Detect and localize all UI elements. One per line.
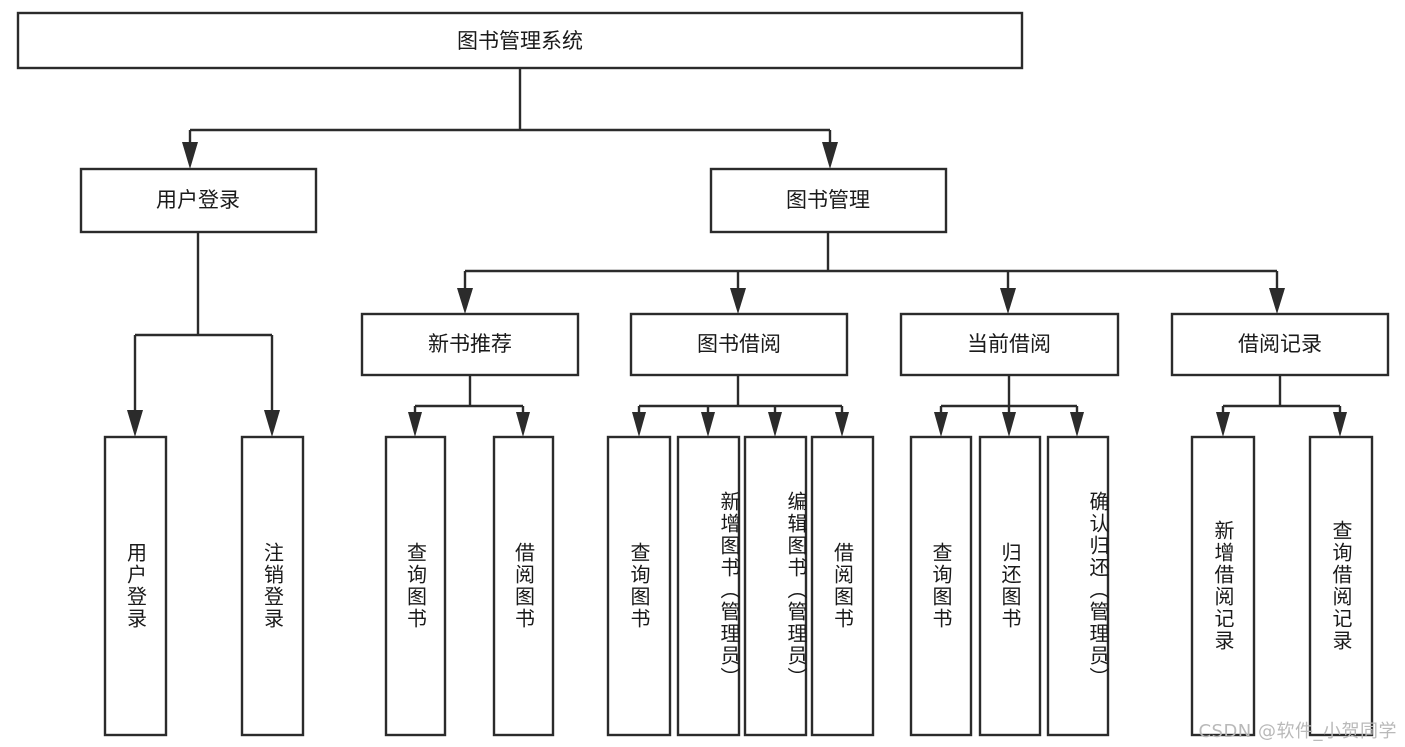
leaf-query-book-1-box[interactable]	[384, 435, 447, 737]
arrowhead-leaf-query-book-1	[408, 412, 422, 437]
arrowhead-book-borrow	[730, 288, 746, 314]
arrowhead-current-borrow	[1000, 288, 1016, 314]
node-book-borrow-box[interactable]	[629, 312, 849, 377]
arrowhead-user-login	[182, 142, 198, 169]
node-root[interactable]: 图书管理系统	[16, 11, 1024, 70]
leaf-logout-box[interactable]	[240, 435, 305, 737]
leaf-user-login-box[interactable]	[103, 435, 168, 737]
node-borrow-record[interactable]: 借阅记录	[1170, 312, 1390, 377]
node-new-book-rec[interactable]: 新书推荐	[360, 312, 580, 377]
connector-group-current-borrow	[934, 375, 1084, 437]
connector-group-user-login	[127, 232, 280, 437]
arrowhead-borrow-record	[1269, 288, 1285, 314]
node-root-box[interactable]	[16, 11, 1024, 70]
arrowhead-leaf-edit-book	[768, 412, 782, 437]
arrowhead-leaf-borrow-book-1	[516, 412, 530, 437]
arrowhead-leaf-return-book	[1002, 412, 1016, 437]
leaf-confirm-return-box[interactable]	[1046, 435, 1110, 737]
node-book-borrow-label: 图书借阅	[697, 332, 781, 356]
arrowhead-leaf-add-record	[1216, 412, 1230, 437]
node-root-label: 图书管理系统	[457, 29, 583, 53]
connector-group-book-borrow	[632, 375, 849, 437]
node-new-book-rec-box[interactable]	[360, 312, 580, 377]
node-book-manage-box[interactable]	[709, 167, 948, 234]
node-new-book-rec-label: 新书推荐	[428, 332, 512, 356]
leaf-edit-book-box[interactable]	[743, 435, 808, 737]
node-borrow-record-label: 借阅记录	[1238, 332, 1322, 356]
leaf-query-book-3-box[interactable]	[909, 435, 973, 737]
leaf-return-book-box[interactable]	[978, 435, 1042, 737]
arrowhead-leaf-query-book-3	[934, 412, 948, 437]
arrowhead-new-book-rec	[457, 288, 473, 314]
node-current-borrow-box[interactable]	[899, 312, 1120, 377]
leaf-query-record-box[interactable]	[1308, 435, 1374, 737]
node-user-login[interactable]: 用户登录	[79, 167, 318, 234]
csdn-watermark: CSDN @软件_小贺同学	[1198, 721, 1397, 742]
leaf-borrow-book-1-box[interactable]	[492, 435, 555, 737]
arrowhead-leaf-logout	[264, 410, 280, 437]
node-current-borrow-label: 当前借阅	[967, 332, 1051, 356]
leaf-add-record-box[interactable]	[1190, 435, 1256, 737]
connector-group-root	[182, 68, 838, 169]
node-user-login-box[interactable]	[79, 167, 318, 234]
arrowhead-leaf-user-login	[127, 410, 143, 437]
arrowhead-leaf-query-record	[1333, 412, 1347, 437]
node-current-borrow[interactable]: 当前借阅	[899, 312, 1120, 377]
arrowhead-leaf-query-book-2	[632, 412, 646, 437]
node-user-login-label: 用户登录	[156, 188, 240, 212]
node-book-manage-label: 图书管理	[786, 188, 870, 212]
node-book-borrow[interactable]: 图书借阅	[629, 312, 849, 377]
arrowhead-leaf-borrow-book-2	[835, 412, 849, 437]
node-book-manage[interactable]: 图书管理	[709, 167, 948, 234]
leaf-borrow-book-2-box[interactable]	[810, 435, 875, 737]
leaf-boxes	[103, 435, 1374, 737]
arrowhead-leaf-add-book	[701, 412, 715, 437]
arrowhead-leaf-confirm-return	[1070, 412, 1084, 437]
leaf-add-book-box[interactable]	[676, 435, 741, 737]
leaf-query-book-2-box[interactable]	[606, 435, 672, 737]
connector-group-borrow-record	[1216, 375, 1347, 437]
connector-group-book-manage	[457, 232, 1285, 314]
node-borrow-record-box[interactable]	[1170, 312, 1390, 377]
arrowhead-book-manage	[822, 142, 838, 169]
connector-group-new-book-rec	[408, 375, 530, 437]
